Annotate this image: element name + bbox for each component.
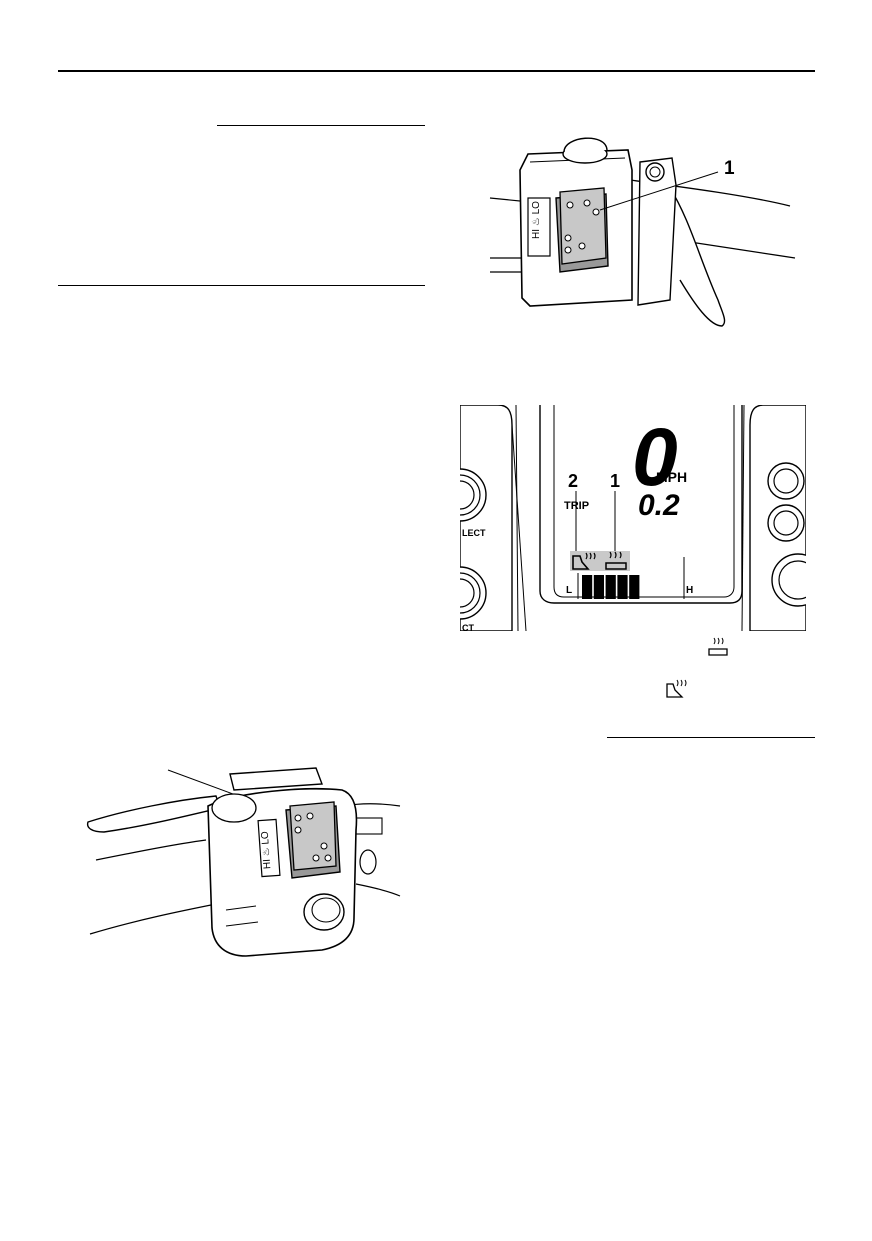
header-rule xyxy=(58,70,815,72)
speed-unit: MPH xyxy=(656,469,687,485)
trip-value: 0.2 xyxy=(638,489,680,522)
level-segment xyxy=(582,575,593,599)
meter-display-illustration: LECT CT 0 MPH 0.2 TRIP 2 1 xyxy=(460,405,806,631)
section-end-rule xyxy=(58,285,425,286)
thumb-heater-inline-icon xyxy=(664,678,688,700)
level-segment xyxy=(629,575,640,599)
callout-1-top: 1 xyxy=(724,158,735,179)
handlebar-switch-illustration-top: HI ♨ LO 1 xyxy=(489,130,810,330)
thumb-heater-icon xyxy=(572,552,596,570)
side-label-lower: CT xyxy=(462,623,474,631)
grip-heater-inline-icon xyxy=(706,636,730,658)
switch-marks-bottom: HI ♨ LO xyxy=(260,831,274,870)
callout-2-display: 2 xyxy=(568,471,578,491)
grip-heater-icon xyxy=(605,551,627,570)
heater-level-bar xyxy=(582,575,640,599)
level-segment xyxy=(617,575,628,599)
speed-digit: 0 xyxy=(632,412,678,503)
switch-marks-top: HI ♨ LO xyxy=(531,201,542,239)
section-heading-rule-right xyxy=(607,737,815,738)
level-segment xyxy=(605,575,616,599)
level-low-label: L xyxy=(566,585,572,596)
level-segment xyxy=(593,575,604,599)
handlebar-switch-illustration-bottom: HI ♨ LO xyxy=(86,760,402,960)
callout-1-display: 1 xyxy=(610,471,620,491)
trip-label: TRIP xyxy=(564,500,589,512)
level-high-label: H xyxy=(686,585,693,596)
side-label-upper: LECT xyxy=(462,528,486,538)
section-heading-rule xyxy=(217,125,425,126)
